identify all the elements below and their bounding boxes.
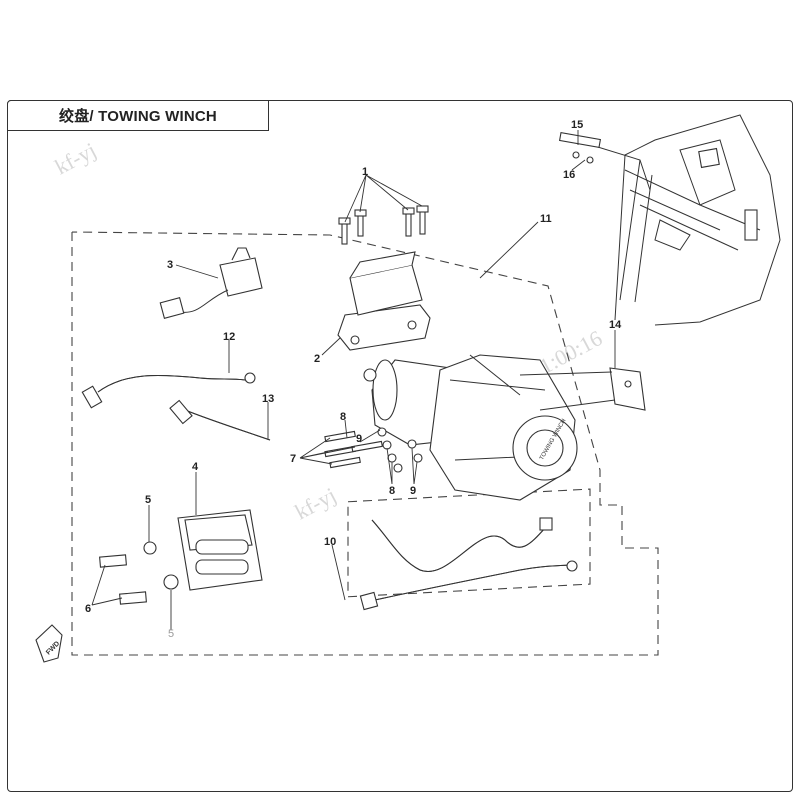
mount-line-bottom xyxy=(539,399,616,411)
motor-cables xyxy=(359,517,578,611)
page-title: 绞盘/ TOWING WINCH xyxy=(59,108,217,125)
callout-1: 1 xyxy=(362,166,368,178)
callout-5-ghost: 5 xyxy=(168,628,174,640)
callout-11: 11 xyxy=(540,213,552,225)
winch-motor: TOWING WINCH xyxy=(363,354,578,501)
watermark-text: kf-yj xyxy=(51,137,100,179)
cable-set-outline xyxy=(347,488,591,598)
assembly-outline xyxy=(71,231,659,656)
diagram-frame xyxy=(7,100,793,792)
bracket-bolts xyxy=(558,131,602,164)
callout-2: 2 xyxy=(314,353,320,365)
callout-9a: 9 xyxy=(356,433,362,445)
callout-10: 10 xyxy=(324,536,336,548)
callout-16: 16 xyxy=(563,169,575,181)
callout-8b: 8 xyxy=(389,485,395,497)
mount-line-top xyxy=(519,371,613,376)
relay-bolts xyxy=(338,205,429,245)
winch-bolts xyxy=(324,427,423,473)
callout-8a: 8 xyxy=(340,411,346,423)
ground-cable xyxy=(169,399,271,441)
title-box: 绞盘/ TOWING WINCH xyxy=(7,100,269,131)
watermark-text-2: kf-yj xyxy=(291,482,340,524)
callout-6: 6 xyxy=(85,603,91,615)
callout-4: 4 xyxy=(192,461,199,473)
callout-13: 13 xyxy=(262,393,274,405)
callout-14: 14 xyxy=(609,319,622,331)
mount-bracket xyxy=(609,367,646,411)
vehicle-frame xyxy=(574,114,781,326)
callout-3: 3 xyxy=(167,259,173,271)
power-cable xyxy=(81,372,256,409)
callout-9b: 9 xyxy=(410,485,416,497)
callout-12: 12 xyxy=(223,331,235,343)
callout-7: 7 xyxy=(290,453,296,465)
winch-switch xyxy=(159,247,263,319)
winch-contactor xyxy=(337,251,431,351)
fairlead-hardware xyxy=(99,541,179,605)
callout-15: 15 xyxy=(571,119,583,131)
callout-5: 5 xyxy=(145,494,151,506)
leader-lines xyxy=(91,130,616,630)
fwd-arrow: FWD xyxy=(35,624,63,663)
roller-fairlead xyxy=(177,509,263,591)
